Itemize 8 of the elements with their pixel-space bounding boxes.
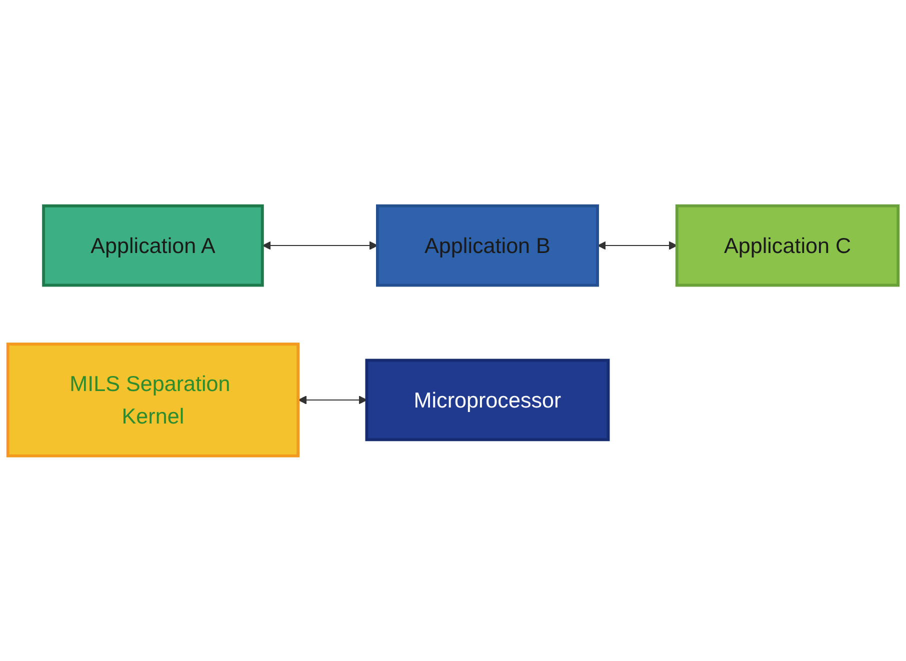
arrow [298,395,368,404]
arrow [262,240,378,250]
node-box: Application A [42,204,264,286]
node-box: Application C [675,204,900,286]
node-box: MILS Separation Kernel [6,342,300,457]
arrow [598,240,678,250]
node-box: Application B [376,204,599,286]
node-box: Microprocessor [365,358,610,441]
